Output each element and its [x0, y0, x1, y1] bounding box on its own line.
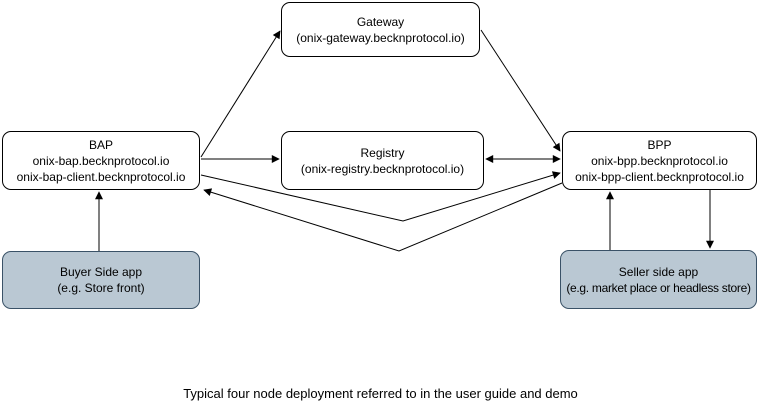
node-gateway: Gateway (onix-gateway.becknprotocol.io): [281, 2, 480, 57]
bap-hostname: onix-bap.becknprotocol.io: [32, 153, 170, 168]
bap-title: BAP: [88, 137, 113, 152]
node-bap: BAP onix-bap.becknprotocol.io onix-bap-c…: [2, 131, 200, 190]
buyer-app-title: Buyer Side app: [59, 265, 143, 279]
edge-gateway-bpp: [480, 29, 561, 152]
buyer-app-subtitle: (e.g. Store front): [57, 281, 145, 295]
node-buyer-app: Buyer Side app (e.g. Store front): [2, 251, 200, 309]
edge-bap-gateway: [200, 30, 281, 158]
bpp-title: BPP: [647, 137, 672, 152]
edge-bpp-bap: [203, 182, 563, 252]
seller-app-subtitle: (e.g. market place or headless store): [566, 280, 751, 295]
registry-title: Registry: [360, 145, 405, 160]
node-registry: Registry (onix-registry.becknprotocol.io…: [281, 131, 484, 190]
seller-app-title: Seller side app: [618, 264, 699, 279]
gateway-hostname: (onix-gateway.becknprotocol.io): [296, 30, 465, 45]
gateway-title: Gateway: [356, 14, 405, 29]
node-bpp: BPP onix-bpp.becknprotocol.io onix-bpp-c…: [562, 131, 757, 190]
diagram-caption: Typical four node deployment referred to…: [183, 386, 578, 401]
node-seller-app: Seller side app (e.g. market place or he…: [560, 250, 757, 309]
bpp-client-hostname: onix-bpp-client.becknprotocol.io: [575, 169, 744, 184]
registry-hostname: (onix-registry.becknprotocol.io): [300, 161, 465, 176]
bap-client-hostname: onix-bap-client.becknprotocol.io: [16, 169, 186, 184]
bpp-hostname: onix-bpp.becknprotocol.io: [591, 153, 728, 168]
